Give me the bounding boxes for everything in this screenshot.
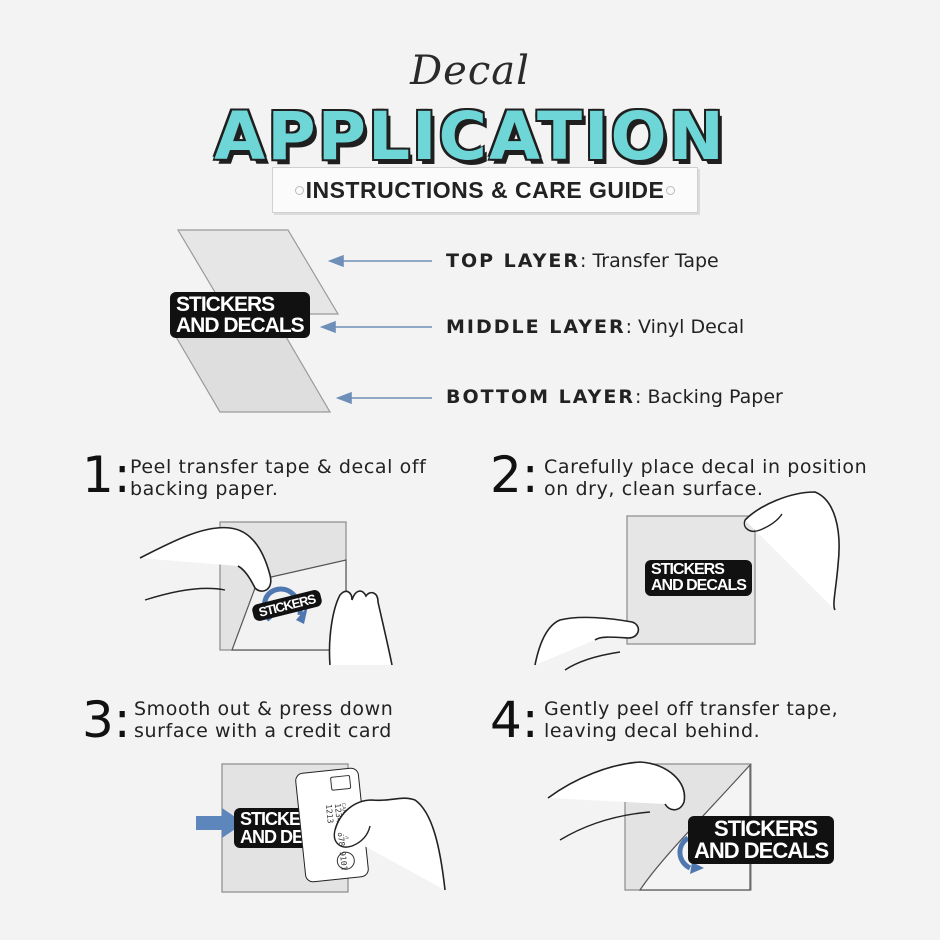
step-1-line1: Peel transfer tape & decal off — [130, 456, 427, 478]
header-script-title: Decal — [410, 48, 530, 94]
layer-label-top: TOP LAYER: Transfer Tape — [446, 250, 719, 272]
step-2-number: 2: — [490, 446, 539, 504]
decal-line1: STICKERS — [176, 293, 275, 316]
layer-label-bottom: BOTTOM LAYER: Backing Paper — [446, 386, 783, 408]
step-2-decal-line1: STICKERS — [651, 561, 725, 578]
layer-desc-bottom: : Backing Paper — [635, 386, 783, 408]
step-4-decal-line2: AND DECALS — [694, 838, 829, 863]
layer-arrow-bottom — [335, 391, 432, 405]
banner-pin-left-icon — [295, 186, 304, 195]
step-2-text: Carefully place decal in position on dry… — [544, 456, 867, 500]
decal-line2: AND DECALS — [176, 314, 305, 337]
step-4-decal: STICKERS AND DECALS — [688, 816, 835, 864]
banner-pin-right-icon — [666, 186, 675, 195]
step-2-decal: STICKERS AND DECALS — [645, 560, 752, 596]
layer-arrow-middle — [319, 320, 432, 334]
step-3-push-arrow-icon — [196, 808, 244, 838]
layer-name-middle: MIDDLE LAYER — [446, 316, 626, 338]
step-3-number: 3: — [82, 691, 131, 749]
step-4-decal-line1: STICKERS — [714, 816, 818, 841]
layer-desc-top: : Transfer Tape — [580, 250, 719, 272]
step-1-number: 1: — [82, 446, 131, 504]
step-4-number: 4: — [490, 691, 539, 749]
step-4-text: Gently peel off transfer tape, leaving d… — [544, 698, 838, 742]
step-2-decal-line2: AND DECALS — [651, 577, 747, 594]
step-4-line2: leaving decal behind. — [544, 720, 761, 742]
step-2-line1: Carefully place decal in position — [544, 456, 868, 478]
banner-subtitle: INSTRUCTIONS & CARE GUIDE — [305, 176, 665, 203]
layer-name-bottom: BOTTOM LAYER — [446, 386, 636, 408]
step-1-line2: backing paper. — [130, 478, 279, 500]
layer-name-top: TOP LAYER — [446, 250, 581, 272]
step-1-text: Peel transfer tape & decal off backing p… — [130, 456, 426, 500]
layer-desc-middle: : Vinyl Decal — [625, 316, 745, 338]
step-3-line2: surface with a credit card — [134, 720, 392, 742]
step-4-line1: Gently peel off transfer tape, — [544, 698, 839, 720]
step-2-line2: on dry, clean surface. — [544, 478, 764, 500]
step-3-line1: Smooth out & press down — [134, 698, 394, 720]
subtitle-banner: INSTRUCTIONS & CARE GUIDE — [272, 167, 698, 213]
layer-label-middle: MIDDLE LAYER: Vinyl Decal — [446, 316, 744, 338]
layer-arrow-top — [327, 254, 432, 268]
step-3-text: Smooth out & press down surface with a c… — [134, 698, 393, 742]
middle-layer-decal: STICKERS AND DECALS — [170, 292, 310, 338]
step-1-curve-arrow-icon — [296, 606, 308, 624]
header-title: APPLICATION — [214, 98, 726, 175]
step-4-curve-arrow-icon — [690, 862, 704, 874]
